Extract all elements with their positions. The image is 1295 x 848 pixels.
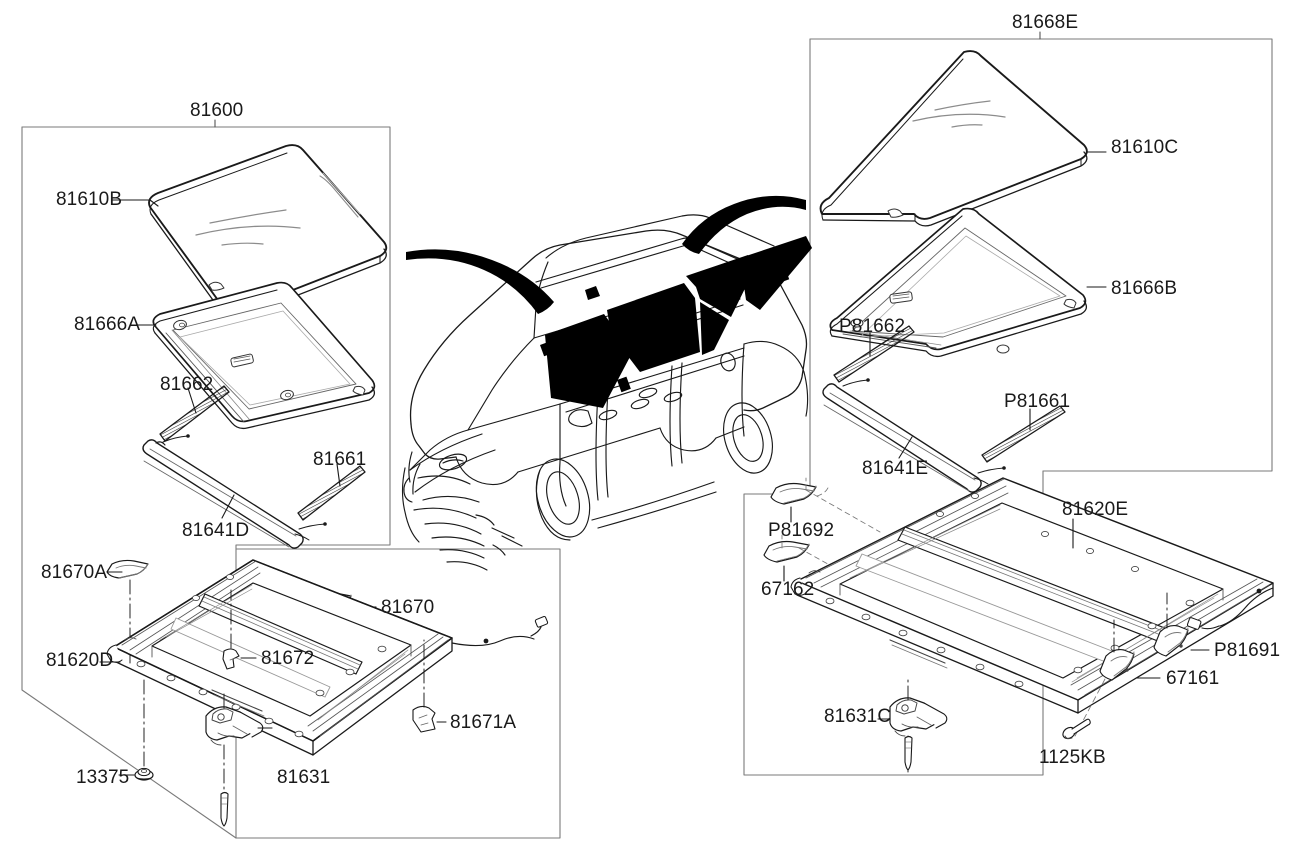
callout-P81662[interactable]: P81662 [839, 316, 906, 337]
part-bolt-1125KB [1062, 718, 1091, 740]
part-bracket-P81692 [770, 482, 817, 505]
callout-13375[interactable]: 13375 [76, 767, 130, 788]
part-bracket-81670A [106, 559, 149, 579]
pointer-arrows [406, 195, 806, 314]
callout-P81691[interactable]: P81691 [1214, 640, 1281, 661]
part-deflector-81641D [142, 434, 327, 549]
part-weatherstrip-P81661 [981, 405, 1066, 463]
part-bolt-front [220, 791, 229, 827]
part-bracket-67162 [763, 540, 810, 563]
leader-81641D [221, 494, 235, 519]
leader-81641E [898, 436, 913, 459]
callout-81641E[interactable]: 81641E [862, 458, 929, 479]
callout-81670A[interactable]: 81670A [41, 562, 108, 583]
part-weatherstrip-81661 [297, 465, 366, 521]
callout-81666B[interactable]: 81666B [1111, 278, 1178, 299]
callout-81631[interactable]: 81631 [277, 767, 331, 788]
leader-81661 [336, 463, 341, 487]
callout-81631C[interactable]: 81631C [824, 706, 892, 727]
part-bolt-rear [904, 735, 913, 771]
part-motor-81631C [889, 697, 948, 737]
axis-P81692 [805, 489, 881, 533]
panel-border-rear [743, 38, 1273, 776]
part-weatherstrip-P81662 [833, 325, 915, 383]
part-frame-81620D [106, 559, 549, 756]
callout-P81661[interactable]: P81661 [1004, 391, 1071, 412]
callout-81670[interactable]: 81670 [381, 597, 435, 618]
part-deflector-81641E [822, 378, 1006, 493]
callout-1125KB[interactable]: 1125KB [1039, 747, 1106, 768]
callout-67161[interactable]: 67161 [1166, 668, 1220, 689]
part-nut-13375 [134, 767, 154, 781]
callout-67162[interactable]: 67162 [761, 579, 815, 600]
part-sunshade-81666B [829, 207, 1088, 358]
part-bracket-67161 [1099, 649, 1135, 681]
part-bracket-P81691 [1153, 625, 1189, 657]
callout-81641D[interactable]: 81641D [182, 520, 250, 541]
callout-81620D[interactable]: 81620D [46, 650, 114, 671]
panel-title-rear: 81668E [1012, 12, 1079, 33]
panel-title-front: 81600 [190, 100, 244, 121]
part-sunshade-81666A [152, 281, 376, 430]
part-bracket-81671A [412, 705, 436, 733]
callout-81672[interactable]: 81672 [261, 648, 315, 669]
leader-81662 [187, 387, 197, 414]
callout-P81692[interactable]: P81692 [768, 520, 835, 541]
callout-81610B[interactable]: 81610B [56, 189, 123, 210]
callout-81610C[interactable]: 81610C [1111, 137, 1179, 158]
leader-81610B [111, 199, 159, 207]
callout-81671A[interactable]: 81671A [450, 712, 517, 733]
part-weatherstrip-81662 [159, 385, 230, 442]
vehicle-illustration [401, 214, 812, 571]
part-clip-81672 [222, 648, 240, 670]
part-glass-81610C [819, 50, 1088, 227]
part-motor-81631 [205, 706, 264, 746]
callout-81620E[interactable]: 81620E [1062, 499, 1129, 520]
callout-81661[interactable]: 81661 [313, 449, 367, 470]
callout-81666A[interactable]: 81666A [74, 314, 141, 335]
callout-81662[interactable]: 81662 [160, 374, 214, 395]
